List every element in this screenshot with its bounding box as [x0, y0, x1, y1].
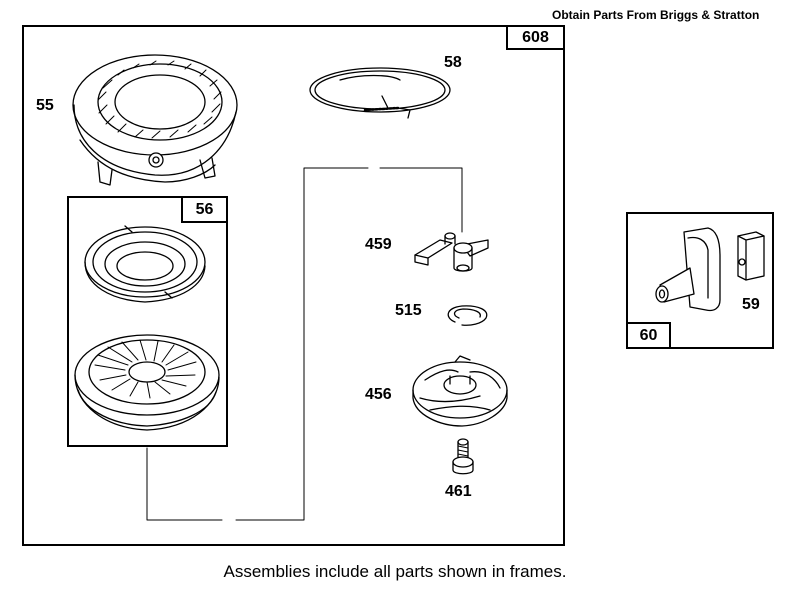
- starter-handle-icon: [655, 227, 721, 312]
- assembly-frame-60: [626, 212, 774, 349]
- pawl-icon: [414, 232, 489, 272]
- handle-clip-icon: [737, 231, 765, 281]
- assembly-frame-608: [22, 25, 565, 546]
- assembly-frame-56: [67, 196, 228, 447]
- frame-number-60: 60: [626, 322, 671, 349]
- callout-456: 456: [365, 386, 392, 403]
- frame-number-56: 56: [181, 196, 228, 223]
- callout-459: 459: [365, 236, 392, 253]
- callout-59: 59: [742, 296, 760, 313]
- retainer-ring-icon: [447, 305, 488, 326]
- pawl-plate-icon: [412, 355, 508, 427]
- callout-515: 515: [395, 302, 422, 319]
- shoulder-screw-icon: [452, 438, 474, 475]
- rewind-spring-icon: [84, 225, 206, 303]
- starter-pulley-icon: [74, 334, 220, 431]
- callout-461: 461: [445, 483, 472, 500]
- footer-note: Assemblies include all parts shown in fr…: [223, 562, 567, 581]
- frame-number-608: 608: [506, 25, 565, 50]
- callout-58: 58: [444, 54, 462, 71]
- pawl-spring-icon: [309, 67, 451, 119]
- connector-lines: [146, 167, 463, 521]
- header-note: Obtain Parts From Briggs & Stratton: [552, 8, 760, 22]
- callout-55: 55: [36, 97, 54, 114]
- blower-housing-icon: [72, 54, 238, 186]
